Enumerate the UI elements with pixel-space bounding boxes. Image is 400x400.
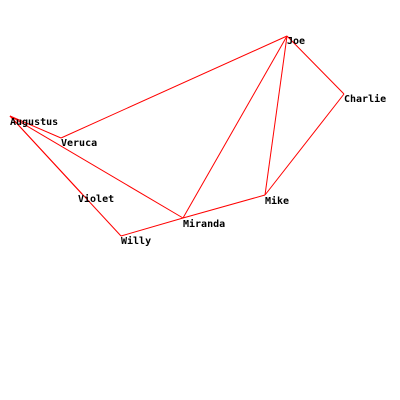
labels-layer: Joe Charlie Augustus Veruca Violet Mike … <box>10 36 386 247</box>
edges-layer <box>9 35 345 237</box>
node-label-charlie: Charlie <box>344 93 386 105</box>
edge-joe-charlie <box>286 35 345 95</box>
edge-augustus-miranda <box>9 115 184 219</box>
edge-joe-miranda <box>182 35 288 219</box>
edge-miranda-mike <box>182 194 266 219</box>
edge-joe-veruca <box>60 35 288 139</box>
edge-joe-mike <box>264 35 288 196</box>
edge-charlie-mike <box>264 93 345 196</box>
node-label-violet: Violet <box>78 193 114 205</box>
edge-augustus-veruca <box>9 115 62 139</box>
node-label-veruca: Veruca <box>61 138 97 149</box>
node-label-joe: Joe <box>287 36 305 47</box>
node-label-willy: Willy <box>121 235 151 247</box>
node-label-augustus: Augustus <box>10 117 58 128</box>
edge-willy-miranda <box>120 217 184 237</box>
edge-augustus-willy <box>9 115 122 237</box>
node-label-mike: Mike <box>265 195 289 207</box>
node-label-miranda: Miranda <box>183 218 225 230</box>
